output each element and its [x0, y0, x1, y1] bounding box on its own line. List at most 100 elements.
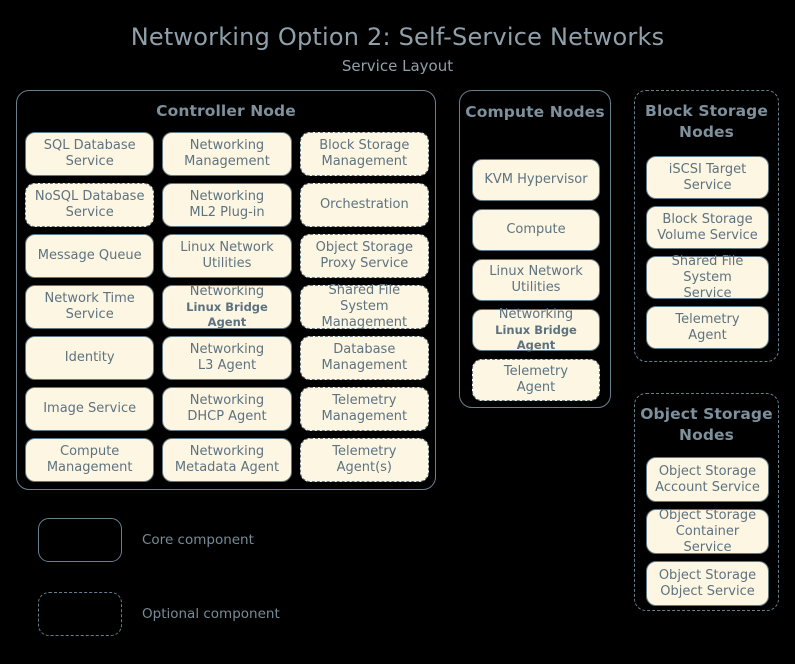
service-box-label-primary: Identity	[64, 350, 115, 365]
controller-node-title: Controller Node	[156, 102, 296, 120]
object-storage-nodes-title: Object Storage Nodes	[640, 405, 773, 444]
service-box-label-primary: Networking	[189, 189, 265, 204]
legend-label: Core component	[142, 532, 254, 548]
service-box[interactable]: Message Queue	[25, 234, 155, 278]
service-box-label-secondary: Account Service	[655, 479, 760, 495]
service-box-label-primary: Block Storage	[662, 211, 753, 227]
legend-row: Optional component	[38, 590, 378, 638]
service-box-label-primary: Compute	[506, 222, 566, 237]
service-box-label-secondary: Management	[321, 409, 408, 424]
service-box-label-secondary: Management	[321, 358, 408, 373]
service-box-label-primary: Networking	[189, 342, 265, 357]
service-box-label-primary: Linux Network	[180, 240, 274, 255]
service-box-label-secondary: Service	[683, 177, 732, 193]
service-box-label-primary: Networking	[189, 284, 265, 299]
service-box-label-secondary: Metadata Agent	[174, 460, 280, 475]
service-box-label-primary: Object Storage	[315, 240, 413, 255]
page-title: Networking Option 2: Self-Service Networ…	[130, 23, 665, 51]
service-box-label-primary: Telemetry	[332, 393, 397, 408]
service-box-label-secondary: Volume Service	[657, 227, 758, 243]
service-box[interactable]: Image Service	[25, 387, 155, 431]
service-box-label-secondary: Agent	[688, 327, 727, 343]
page-subtitle: Service Layout	[341, 57, 454, 75]
service-box-label-secondary: Service	[65, 307, 114, 322]
service-box[interactable]: Compute	[472, 209, 600, 251]
service-box-label-secondary: Container Service	[675, 523, 740, 555]
service-box-label-secondary: Service	[65, 205, 114, 220]
service-box-label-primary: Object Storage	[658, 567, 757, 583]
service-box-label-primary: iSCSI Target	[668, 161, 747, 177]
service-box-label-secondary: ML2 Plug-in	[189, 205, 265, 220]
service-box-label-secondary: Management	[321, 315, 408, 330]
service-box-label-primary: Block Storage	[319, 138, 410, 153]
service-box-label-secondary: Proxy Service	[320, 256, 409, 271]
service-box-label-secondary: Service	[683, 285, 732, 301]
service-box-label-secondary: Linux Bridge Agent	[186, 300, 268, 329]
legend-row: Core component	[38, 516, 378, 564]
service-box-label-secondary: L3 Agent	[197, 358, 257, 373]
service-box-label-secondary: DHCP Agent	[187, 409, 267, 424]
service-box[interactable]: KVM Hypervisor	[472, 159, 600, 201]
service-box-label-secondary: Utilities	[202, 256, 252, 271]
legend-label: Optional component	[142, 606, 280, 622]
service-box-label-primary: Object Storage	[658, 463, 757, 479]
block-storage-nodes-title: Block Storage Nodes	[645, 102, 768, 141]
service-box-label-primary: Telemetry	[332, 444, 397, 459]
service-box-label-primary: Networking	[189, 138, 265, 153]
legend-swatch-dashed	[38, 592, 122, 636]
service-box-label-primary: Orchestration	[319, 197, 409, 212]
service-box-label-secondary: Agent(s)	[336, 460, 393, 475]
service-box-label-primary: Network Time	[44, 291, 135, 306]
service-box[interactable]: Orchestration	[299, 183, 429, 227]
service-box-label-primary: Image Service	[43, 401, 137, 416]
legend-swatch-solid	[38, 518, 122, 562]
service-box-label-primary: Linux Network	[489, 264, 583, 279]
service-box-label-secondary: Agent	[516, 380, 556, 395]
service-box[interactable]: Identity	[25, 336, 155, 380]
service-box-label-primary: Networking	[498, 307, 574, 322]
service-box-label-primary: Networking	[189, 393, 265, 408]
service-box-label-primary: Database	[333, 342, 396, 357]
service-box-label-primary: SQL Database	[43, 138, 136, 153]
service-box-label-primary: Object Storage	[658, 507, 757, 523]
service-box-label-secondary: Object Service	[660, 583, 755, 599]
service-box-label-primary: Networking	[189, 444, 265, 459]
service-box-label-primary: Telemetry	[675, 311, 740, 327]
